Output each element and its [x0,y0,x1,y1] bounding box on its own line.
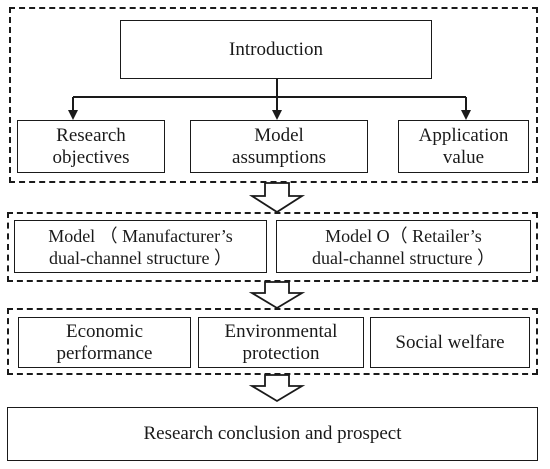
conclusion-title: Research conclusion and prospect [143,423,402,444]
block-arrow-2 [248,281,306,310]
arrowhead-center [272,110,282,120]
conclusion-box: Research conclusion and prospect [7,407,538,461]
retailer-model-line1: Model O（ Retailer’s [325,225,482,246]
manufacturer-model-line1: Model （ Manufacturer’s [48,225,233,246]
economic-performance-line1: Economic [65,320,144,342]
social-welfare-box: Social welfare [370,317,530,368]
social-welfare-label: Social welfare [395,331,505,353]
research-objectives-line1: Research [56,124,126,146]
retailer-model-line2: dual-channel structure ） [312,247,495,268]
analysis-section [7,308,538,375]
application-value-line1: Application [418,124,509,146]
manufacturer-model-line2: dual-channel structure ） [49,247,232,268]
environmental-protection-box: Environmental protection [198,317,364,368]
economic-performance-box: Economic performance [18,317,191,368]
block-arrow-3 [248,374,306,403]
manufacturer-model-box: Model （ Manufacturer’s dual-channel stru… [14,220,267,273]
arrowhead-left [68,110,78,120]
environmental-protection-line2: protection [242,342,320,364]
economic-performance-line2: performance [56,342,153,364]
environmental-protection-line1: Environmental [224,320,338,342]
application-value-line2: value [442,146,485,168]
research-objectives-line2: objectives [52,146,130,168]
introduction-section [9,7,538,183]
introduction-box: Introduction [120,20,432,79]
model-assumptions-line2: assumptions [232,146,326,168]
arrowhead-right [461,110,471,120]
research-objectives-box: Research objectives [17,120,165,173]
model-assumptions-line1: Model [254,124,304,146]
models-section [7,212,538,282]
application-value-box: Application value [398,120,529,173]
retailer-model-box: Model O（ Retailer’s dual-channel structu… [276,220,531,273]
introduction-title: Introduction [229,38,323,60]
block-arrow-1 [248,182,306,214]
model-assumptions-box: Model assumptions [190,120,368,173]
